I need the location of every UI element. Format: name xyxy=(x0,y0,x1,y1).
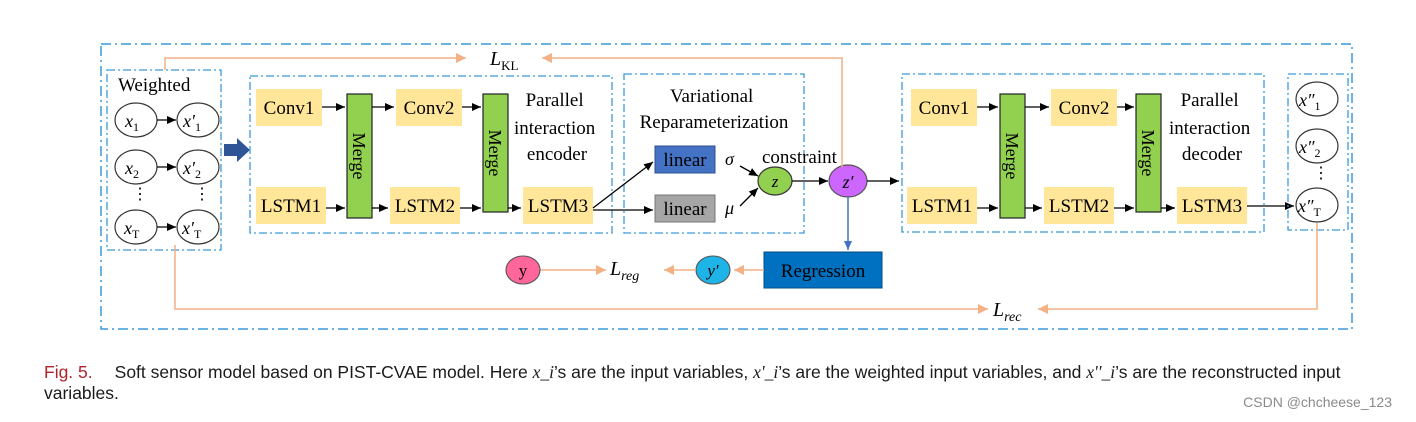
svg-text:Merge: Merge xyxy=(1138,130,1158,177)
model-diagram: Weighted x1 x′1 x2 x′2 ⋮ ⋮ xT x′T Conv1 … xyxy=(100,43,1353,330)
linear-sigma-box xyxy=(654,145,716,174)
output-node-x2: x″2 xyxy=(1295,128,1339,164)
input-to-encoder-arrow xyxy=(224,138,250,162)
svg-text:Merge: Merge xyxy=(349,133,369,180)
encoder-merge1 xyxy=(346,93,373,219)
decoder-conv2 xyxy=(1051,89,1117,126)
caption-text-2: ’s are the input variables, xyxy=(553,362,754,382)
decoder-lstm3 xyxy=(1177,187,1247,224)
yprime-node: y′ xyxy=(695,255,731,285)
weighted-dots: ⋮ xyxy=(194,186,210,203)
svg-text:Regression: Regression xyxy=(781,261,866,282)
decoder-frame xyxy=(901,73,1265,233)
figure-caption: Fig. 5. Soft sensor model based on PIST-C… xyxy=(44,362,1414,404)
rec-arrow-left xyxy=(174,245,988,314)
input-node-x2: x2 xyxy=(114,149,158,185)
weighted-node-xT: x′T xyxy=(176,209,220,245)
input-block-frame xyxy=(106,69,222,251)
svg-text:z: z xyxy=(771,172,779,191)
encoder-conv1 xyxy=(256,89,322,126)
svg-text:z′: z′ xyxy=(842,172,855,192)
caption-xi: x_i xyxy=(532,362,554,382)
decoder-title: Parallel interaction decoder xyxy=(1169,90,1255,165)
svg-text:Conv2: Conv2 xyxy=(1059,98,1110,119)
decoder-conv1 xyxy=(911,89,977,126)
caption-fig-label: Fig. 5. xyxy=(44,362,93,382)
svg-text:Conv1: Conv1 xyxy=(919,98,970,119)
watermark: CSDN @chcheese_123 xyxy=(1243,394,1392,410)
regression-box xyxy=(763,251,883,289)
rec-arrow-right xyxy=(1038,223,1318,314)
sigma-label: σ xyxy=(725,149,735,169)
svg-text:LSTM2: LSTM2 xyxy=(1049,196,1109,217)
svg-text:y: y xyxy=(519,261,528,280)
weighted-node-x1: x′1 xyxy=(176,102,220,138)
svg-text:Merge: Merge xyxy=(485,130,505,177)
encoder-lstm1 xyxy=(256,187,326,224)
kl-arrow-left xyxy=(164,53,466,70)
decoder-lstm1 xyxy=(907,187,977,224)
encoder-lstm2 xyxy=(390,187,460,224)
caption-xpi: x'_i xyxy=(753,362,779,382)
linear-mu-box xyxy=(654,194,716,223)
decoder-merge2 xyxy=(1135,93,1162,213)
svg-text:linear: linear xyxy=(663,199,707,220)
svg-text:Merge: Merge xyxy=(1002,133,1022,180)
svg-text:y′: y′ xyxy=(705,261,719,280)
constraint-label: constraint xyxy=(762,147,838,168)
decoder-lstm2 xyxy=(1044,187,1114,224)
output-dots: ⋮ xyxy=(1313,165,1329,182)
input-block-title: Weighted xyxy=(118,75,191,96)
svg-text:LSTM3: LSTM3 xyxy=(1182,196,1242,217)
svg-text:LSTM1: LSTM1 xyxy=(912,196,972,217)
caption-text-1: Soft sensor model based on PIST-CVAE mod… xyxy=(114,362,533,382)
svg-text:LSTM3: LSTM3 xyxy=(528,196,588,217)
outer-frame xyxy=(100,43,1353,330)
caption-text-3: ’s are the weighted input variables, and xyxy=(778,362,1087,382)
output-node-x1: x″1 xyxy=(1295,81,1339,117)
output-node-xT: x″T xyxy=(1295,187,1339,223)
encoder-title: Parallel interaction encoder xyxy=(514,90,600,165)
encoder-frame xyxy=(249,75,613,234)
caption-xppi: x''_i xyxy=(1086,362,1116,382)
mu-label: μ xyxy=(724,198,734,218)
input-dots: ⋮ xyxy=(132,186,148,203)
z-node: z xyxy=(757,166,793,196)
y-node: y xyxy=(505,255,541,285)
input-node-xT: xT xyxy=(114,209,158,245)
loss-rec-label: Lrec xyxy=(992,299,1022,325)
svg-text:LSTM1: LSTM1 xyxy=(261,196,321,217)
svg-text:LSTM2: LSTM2 xyxy=(395,196,455,217)
reparam-frame xyxy=(623,73,805,234)
encoder-merge2 xyxy=(482,93,509,213)
reparam-title: Variational Reparameterization xyxy=(640,86,789,133)
kl-arrow-right xyxy=(542,53,843,167)
weighted-node-x2: x′2 xyxy=(176,149,220,185)
encoder-lstm3 xyxy=(523,187,593,224)
input-node-x1: x1 xyxy=(114,102,158,138)
decoder-merge1 xyxy=(999,93,1026,219)
caption-text-4: ’s are the reconstructed input variables… xyxy=(44,362,1341,403)
svg-text:linear: linear xyxy=(663,150,707,171)
loss-kl-label: LKL xyxy=(489,48,519,73)
zprime-node: z′ xyxy=(828,164,868,198)
svg-text:Conv2: Conv2 xyxy=(404,98,455,119)
loss-reg-label: Lreg xyxy=(609,258,639,284)
encoder-conv2 xyxy=(396,89,462,126)
svg-text:Conv1: Conv1 xyxy=(264,98,315,119)
output-block-frame xyxy=(1287,73,1349,231)
